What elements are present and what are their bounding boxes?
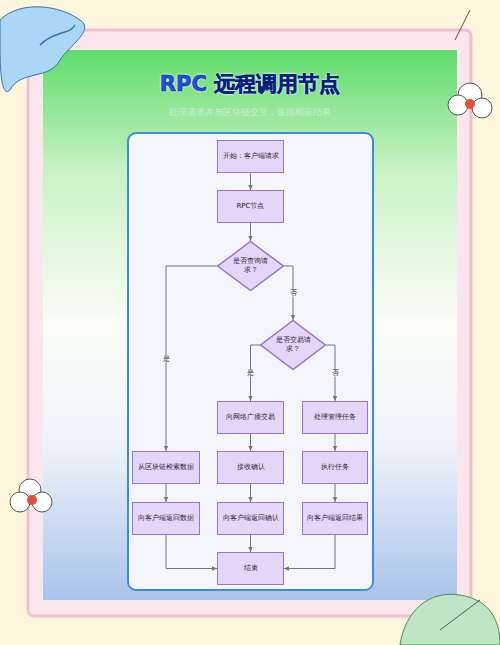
splash-decoration <box>0 7 85 92</box>
process-box: 结束 <box>217 552 284 585</box>
flow-arrow <box>166 484 167 502</box>
swirl-decoration <box>40 25 75 45</box>
card <box>43 50 457 600</box>
node-text: RPC节点 <box>234 202 268 211</box>
node-text: 处理管理任务 <box>311 413 359 422</box>
process-box: 执行任务 <box>302 451 368 484</box>
process-box: 从区块链检索数据 <box>132 451 200 484</box>
flowchart-panel <box>128 133 373 590</box>
process-box: 向网络广播交易 <box>217 401 284 434</box>
edge-label: 是 <box>162 355 171 362</box>
edge-label: 否 <box>289 290 298 297</box>
flow-arrow <box>250 173 251 190</box>
edge-label: 是 <box>246 370 255 377</box>
node-text: 向客户端返回数据 <box>135 514 197 523</box>
flow-arrow <box>166 266 217 451</box>
process-box: RPC节点 <box>217 190 284 223</box>
flower-decoration <box>448 83 492 118</box>
node-text: 是否交易请求？ <box>260 336 326 354</box>
stroke-decoration <box>455 10 470 40</box>
caption: 处理请求并与区块链交互，返回相应结果 <box>43 106 457 119</box>
stroke-decoration <box>440 600 480 630</box>
node-text: 结束 <box>241 564 261 573</box>
flow-arrow <box>335 484 336 502</box>
node-text: 从区块链检索数据 <box>135 463 197 472</box>
process-box: 接收确认 <box>217 451 284 484</box>
node-text: 向客户端返回确认 <box>220 514 282 523</box>
process-box: 向客户端返回确认 <box>217 502 284 535</box>
node-text: 开始：客户端请求 <box>220 152 282 161</box>
flow-arrow <box>166 535 217 569</box>
decision-diamond: 是否查询请求？ <box>217 241 284 291</box>
flow-arrow <box>250 484 251 502</box>
title: RPC 远程调用节点 <box>43 70 457 98</box>
edge-label: 否 <box>331 370 340 377</box>
node-text: 向网络广播交易 <box>223 413 278 422</box>
process-box: 向客户端返回结果 <box>302 502 368 535</box>
flow-arrow <box>250 223 251 241</box>
decision-diamond: 是否交易请求？ <box>260 320 326 370</box>
flow-arrow <box>284 535 335 569</box>
flow-arrow <box>335 434 336 451</box>
node-text: 向客户端返回结果 <box>304 514 366 523</box>
node-text: 接收确认 <box>234 463 268 472</box>
process-box: 处理管理任务 <box>302 401 368 434</box>
process-box: 开始：客户端请求 <box>217 140 284 173</box>
process-box: 向客户端返回数据 <box>132 502 200 535</box>
flower-decoration <box>10 479 52 512</box>
leaf-decoration <box>400 594 500 645</box>
flow-arrow <box>250 535 251 552</box>
node-text: 是否查询请求？ <box>217 257 284 275</box>
frame <box>28 30 471 616</box>
node-text: 执行任务 <box>318 463 352 472</box>
flow-arrow <box>250 434 251 451</box>
